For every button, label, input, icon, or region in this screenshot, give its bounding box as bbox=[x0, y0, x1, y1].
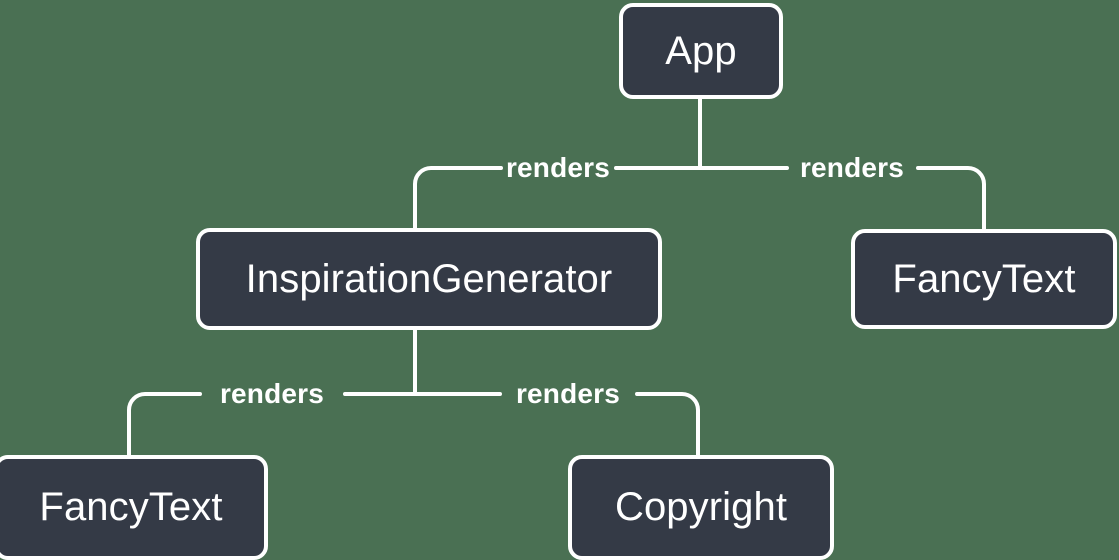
node-inspiration-generator-label: InspirationGenerator bbox=[245, 256, 613, 301]
edge-label-inspiration-generator-to-fancytext-bottom: renders bbox=[219, 378, 325, 409]
node-fancytext-bottom[interactable]: FancyText bbox=[0, 455, 268, 560]
edge-label-app-to-inspiration-generator: renders bbox=[505, 152, 611, 183]
node-fancytext-right[interactable]: FancyText bbox=[851, 229, 1117, 329]
node-app[interactable]: App bbox=[619, 3, 783, 99]
connector-app-to-fancytext-right bbox=[698, 166, 986, 231]
edge-label-app-to-fancytext-right: renders bbox=[799, 152, 905, 183]
connector-app-to-inspiration-generator bbox=[413, 166, 702, 230]
connector-inspiration-generator-to-fancytext-bottom bbox=[127, 392, 417, 457]
node-fancytext-bottom-label: FancyText bbox=[39, 485, 223, 529]
node-inspiration-generator[interactable]: InspirationGenerator bbox=[196, 228, 662, 330]
connector-inspiration-generator-to-copyright bbox=[413, 392, 700, 457]
node-app-label: App bbox=[665, 28, 737, 73]
node-copyright[interactable]: Copyright bbox=[568, 455, 834, 560]
node-copyright-label: Copyright bbox=[614, 485, 788, 529]
node-fancytext-right-label: FancyText bbox=[892, 256, 1076, 301]
edge-label-inspiration-generator-to-copyright: renders bbox=[515, 378, 621, 409]
